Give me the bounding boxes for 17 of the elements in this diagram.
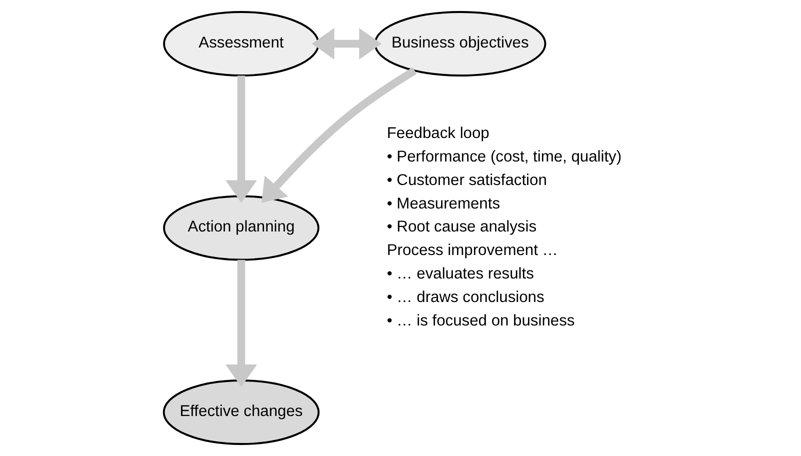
label: • Root cause analysis	[386, 218, 537, 236]
label: • … draws conclusions	[386, 289, 544, 306]
arrow	[226, 76, 257, 203]
arrow	[226, 260, 257, 388]
label: Process improvement …	[386, 242, 558, 260]
label: • Measurements	[386, 195, 500, 212]
label: • Customer satisfaction	[386, 172, 547, 189]
label: • … evaluates results	[386, 266, 534, 283]
node-ellipse: Business objectives	[374, 11, 546, 76]
node-ellipse: Assessment	[163, 11, 320, 76]
label: • Performance (cost, time, quality)	[386, 148, 622, 166]
label: • … is focused on business	[386, 312, 575, 330]
node-ellipse: Effective changes	[162, 380, 320, 445]
label: Feedback loop	[386, 124, 490, 142]
node-ellipse: Action planning	[163, 195, 320, 261]
arrow	[262, 67, 417, 203]
arrow	[312, 28, 382, 60]
